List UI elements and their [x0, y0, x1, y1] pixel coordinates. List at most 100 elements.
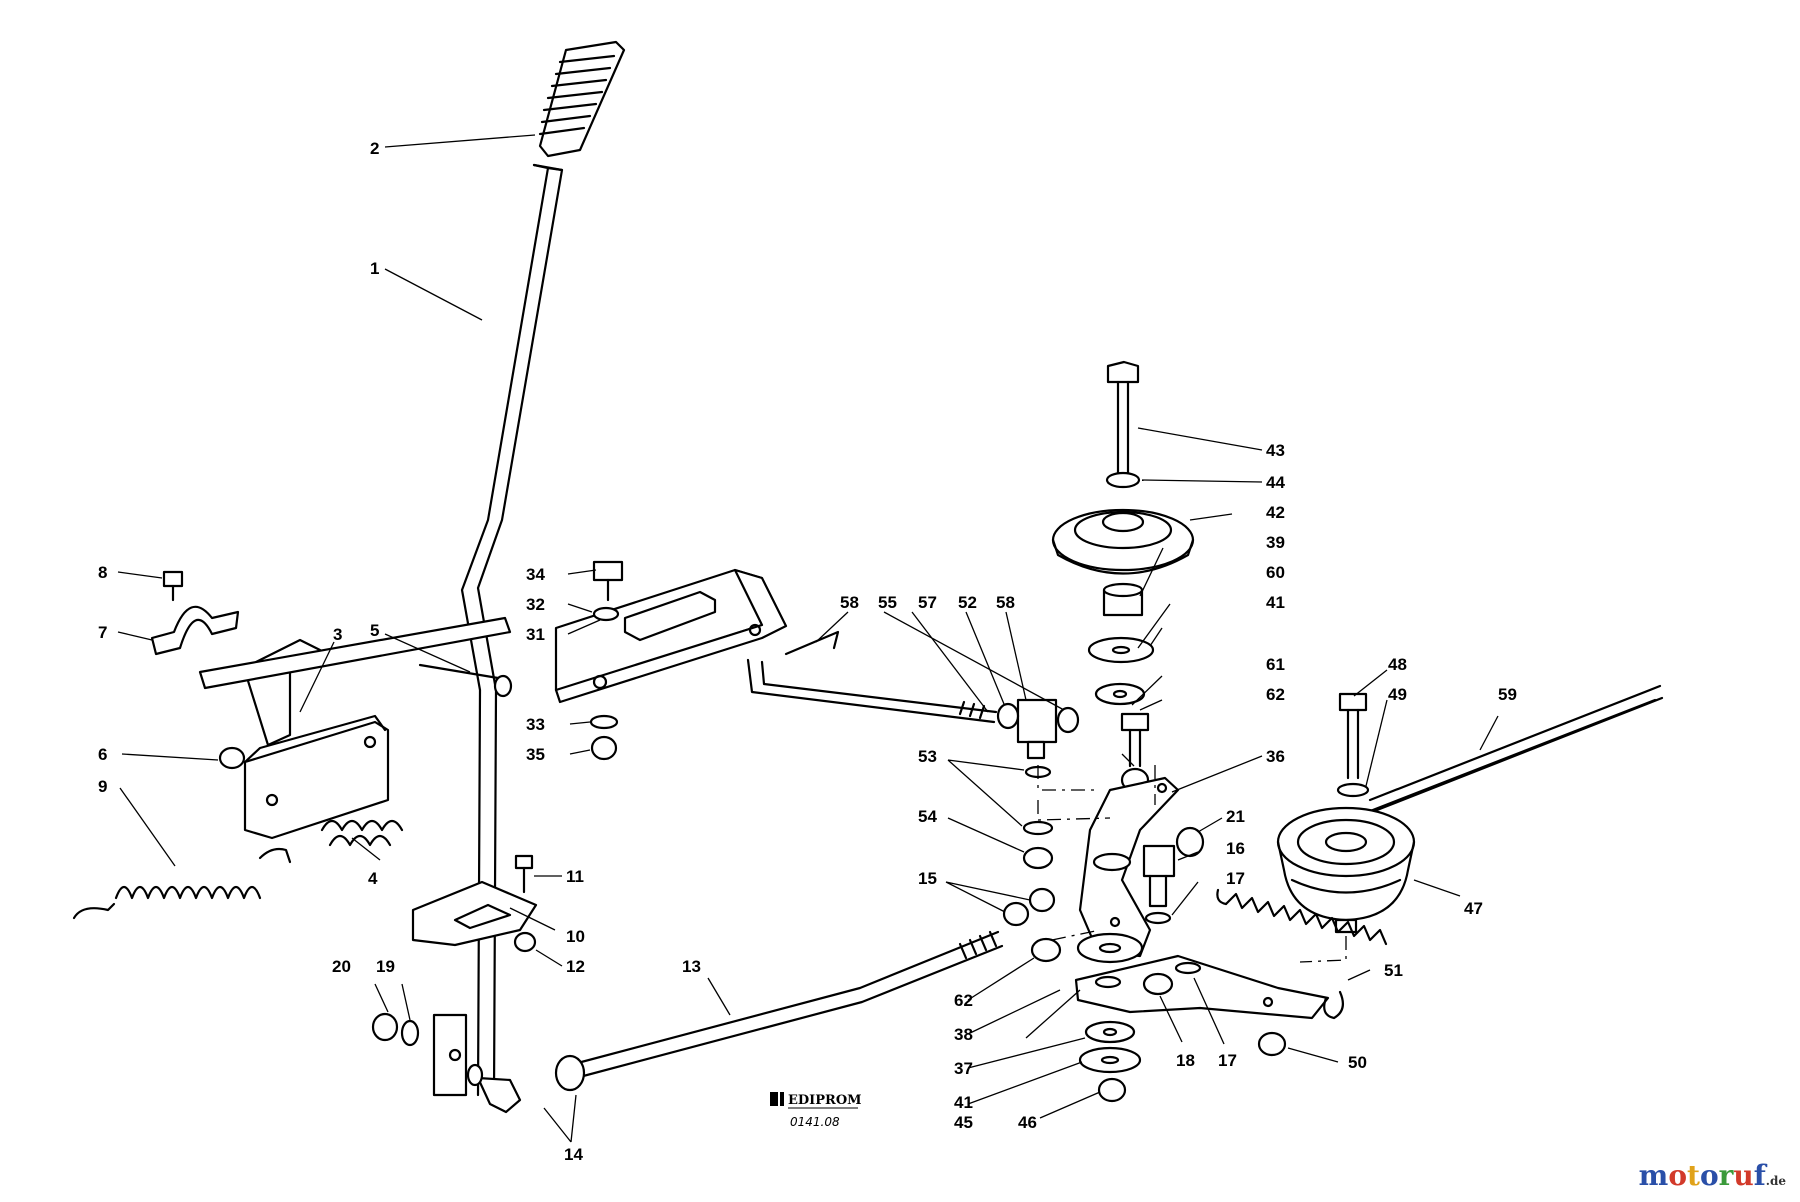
part-47-pulley[interactable] — [1276, 806, 1416, 934]
callout-c12: 12 — [566, 957, 585, 976]
part-54-nut[interactable] — [1022, 846, 1054, 870]
callout-c41b: 41 — [954, 1093, 973, 1112]
callout-c21: 21 — [1226, 807, 1245, 826]
callout-c15: 15 — [918, 869, 937, 888]
part-49-washer[interactable] — [1336, 782, 1370, 798]
part-33-washer[interactable] — [589, 714, 619, 730]
part-2-lever-grip[interactable] — [538, 40, 626, 158]
part-18-nut[interactable] — [1142, 972, 1174, 996]
callout-c45: 45 — [954, 1113, 973, 1132]
part-52-block[interactable] — [1016, 698, 1058, 760]
part-8-screw[interactable] — [162, 570, 184, 602]
callout-c44: 44 — [1266, 473, 1285, 492]
part-55-rod[interactable] — [746, 658, 998, 724]
part-36-pivot-arm[interactable] — [1078, 776, 1180, 958]
callout-c11: 11 — [566, 867, 584, 886]
part-9-spring-long[interactable] — [72, 847, 292, 920]
brand-letter: t — [1687, 1159, 1700, 1192]
brand-letter: r — [1718, 1159, 1734, 1192]
callout-c41a: 41 — [1266, 593, 1285, 612]
part-6-nut[interactable] — [218, 746, 246, 770]
part-17-washer-lower[interactable] — [1174, 961, 1202, 975]
callout-c59: 59 — [1498, 685, 1517, 704]
part-37-plate[interactable] — [1074, 954, 1330, 1020]
publisher-mark: EDIPROM 0141.08 — [770, 1092, 862, 1129]
callout-c46: 46 — [1018, 1113, 1037, 1132]
brand-letter: m — [1638, 1159, 1669, 1192]
part-5-bolt[interactable] — [418, 663, 513, 698]
part-43-bolt[interactable] — [1106, 360, 1140, 476]
part-7-clamp[interactable] — [150, 605, 240, 656]
part-19-washer[interactable] — [400, 1019, 420, 1047]
part-41-washer-upper[interactable] — [1094, 682, 1146, 706]
brand-watermark: motoruf.de — [1639, 1159, 1786, 1192]
part-12-nut[interactable] — [513, 931, 537, 953]
part-35-nut[interactable] — [590, 735, 618, 761]
callout-c16: 16 — [1226, 839, 1245, 858]
callout-c10: 10 — [566, 927, 585, 946]
callout-c17a: 17 — [1226, 869, 1245, 888]
part-38-flange[interactable] — [1076, 932, 1144, 964]
callout-c54: 54 — [918, 807, 937, 826]
callout-c8: 8 — [98, 563, 107, 582]
part-59-belt[interactable] — [1358, 684, 1664, 817]
callout-c34: 34 — [526, 565, 545, 584]
part-62-nut-lower[interactable] — [1030, 937, 1062, 963]
callout-c1: 1 — [370, 259, 379, 278]
part-53-washer-lower[interactable] — [1022, 820, 1054, 836]
callout-c6: 6 — [98, 745, 107, 764]
part-41-washer-lower[interactable] — [1084, 1020, 1136, 1044]
part-10-guide-plate[interactable] — [411, 880, 538, 947]
callout-c49: 49 — [1388, 685, 1407, 704]
part-34-bolt[interactable] — [592, 560, 624, 602]
callout-c14: 14 — [564, 1145, 583, 1164]
callout-c61: 61 — [1266, 655, 1285, 674]
part-16-stud[interactable] — [1142, 844, 1176, 908]
part-20-nut[interactable] — [371, 1012, 399, 1042]
part-60-washer[interactable] — [1087, 636, 1155, 664]
callout-c52: 52 — [958, 593, 977, 612]
part-44-washer[interactable] — [1105, 471, 1141, 489]
part-31-bracket[interactable] — [554, 568, 788, 704]
callout-c48: 48 — [1388, 655, 1407, 674]
part-15-nuts[interactable] — [1002, 887, 1056, 927]
callout-c50: 50 — [1348, 1053, 1367, 1072]
callout-c2: 2 — [370, 139, 379, 158]
part-21-nut[interactable] — [1175, 826, 1205, 858]
part-4-spring-small[interactable] — [320, 819, 404, 847]
callout-c58a: 58 — [840, 593, 859, 612]
part-61-bolt[interactable] — [1120, 712, 1150, 768]
callout-c62b: 62 — [954, 991, 973, 1010]
callout-c62a: 62 — [1266, 685, 1285, 704]
part-48-bolt[interactable] — [1338, 692, 1368, 780]
callout-c55: 55 — [878, 593, 897, 612]
part-3-pivot-bracket[interactable] — [198, 616, 512, 840]
callout-c43: 43 — [1266, 441, 1285, 460]
part-39-spacer[interactable] — [1102, 582, 1144, 617]
drawing-code: 0141.08 — [790, 1115, 840, 1129]
part-46-nut[interactable] — [1097, 1077, 1127, 1103]
leader-lines — [117, 134, 1499, 1143]
brand-letter: u — [1733, 1159, 1754, 1192]
part-50-nut[interactable] — [1257, 1031, 1287, 1057]
part-17-washer-upper[interactable] — [1144, 911, 1172, 925]
callout-c38: 38 — [954, 1025, 973, 1044]
part-58-clip[interactable] — [784, 630, 840, 656]
callout-c13: 13 — [682, 957, 701, 976]
part-11-screw[interactable] — [514, 854, 534, 894]
part-1-lever-rod[interactable] — [432, 163, 564, 1097]
publisher-logo-text: EDIPROM — [788, 1093, 862, 1108]
part-45-washer[interactable] — [1078, 1046, 1142, 1074]
callout-labels: 2 1 3 5 8 7 6 9 4 11 10 12 20 19 13 14 3… — [98, 139, 1517, 1164]
part-57-nut[interactable] — [996, 702, 1020, 730]
part-42-pulley[interactable] — [1051, 508, 1195, 575]
callout-c31: 31 — [526, 625, 545, 644]
callout-c7: 7 — [98, 623, 107, 642]
callout-c47: 47 — [1464, 899, 1483, 918]
part-58-nut[interactable] — [1056, 706, 1080, 734]
brand-letter: f — [1753, 1159, 1766, 1192]
part-51-spring[interactable] — [1216, 888, 1388, 1020]
part-32-washer[interactable] — [592, 606, 620, 622]
part-14-ball-joints[interactable] — [466, 1054, 586, 1114]
part-13-rod[interactable] — [568, 930, 1004, 1081]
